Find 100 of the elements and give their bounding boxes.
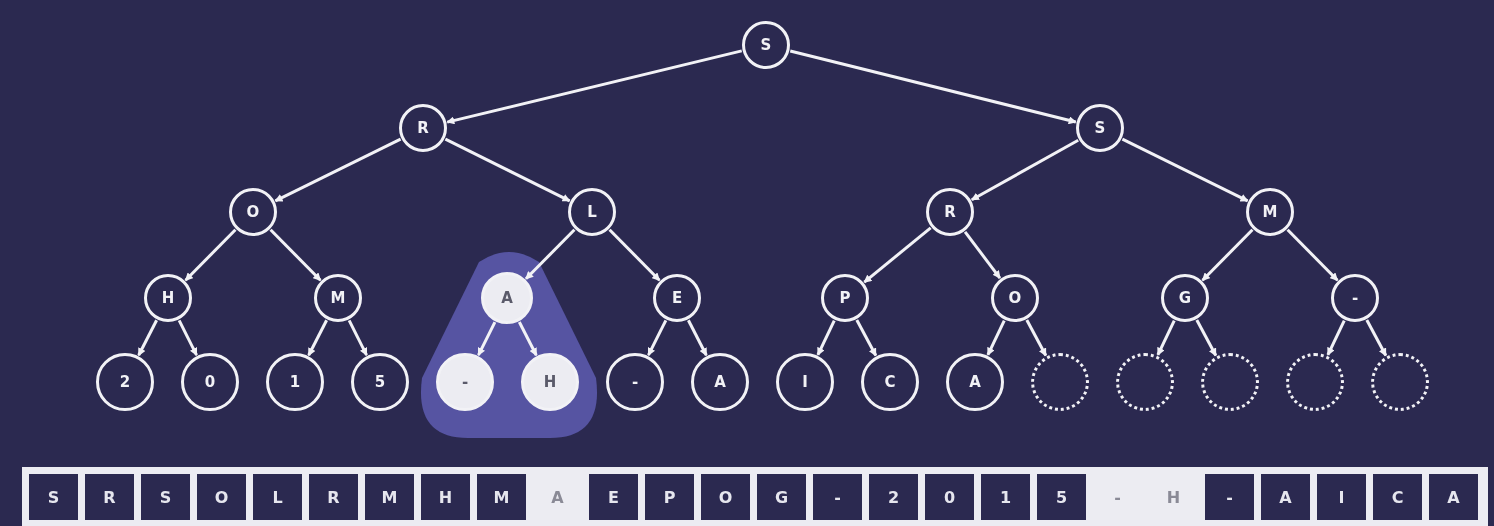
node-letter: R	[944, 203, 956, 221]
tree-node-circle	[861, 353, 919, 411]
node-letter: 2	[119, 373, 131, 391]
node-letter: C	[884, 373, 896, 391]
arrow	[608, 228, 661, 282]
arrow	[789, 49, 1077, 125]
arrow	[1156, 319, 1176, 356]
array-cell: R	[85, 474, 134, 520]
array-letter: H	[1165, 486, 1182, 509]
arrow	[184, 228, 237, 282]
node-letter: -	[461, 373, 469, 391]
tree-node-circle	[653, 274, 701, 322]
node-letter: 0	[204, 373, 216, 391]
array-cell: O	[701, 474, 750, 520]
node-letter: -	[631, 373, 639, 391]
tree-node-circle	[821, 274, 869, 322]
node-letter: -	[1351, 289, 1359, 307]
arrow	[269, 228, 322, 282]
tree-node-circle	[229, 188, 277, 236]
tree-node-circle	[568, 188, 616, 236]
tree-node-circle	[314, 274, 362, 322]
array-cell: S	[141, 474, 190, 520]
tree-node-circle	[776, 353, 834, 411]
array-cell: M	[477, 474, 526, 520]
node-letter: E	[671, 289, 683, 307]
array-cell: -	[813, 474, 862, 520]
arrow	[1201, 228, 1254, 282]
arrow	[855, 319, 878, 357]
tree-node-circle	[606, 353, 664, 411]
arrow	[1025, 319, 1048, 357]
arrow	[177, 319, 198, 357]
array-cell: L	[253, 474, 302, 520]
arrow	[517, 321, 538, 357]
arrow	[647, 319, 668, 357]
arrow	[863, 226, 932, 284]
tree-node-circle	[1076, 104, 1124, 152]
node-letter: I	[802, 373, 808, 391]
tree-node-circle	[351, 353, 409, 411]
array-cell: 5	[1037, 474, 1086, 520]
tree-node-circle	[181, 353, 239, 411]
arrow	[274, 137, 402, 203]
tree-node-circle	[266, 353, 324, 411]
tree-node-circle	[1331, 274, 1379, 322]
array-cell: E	[589, 474, 638, 520]
node-letter: H	[161, 289, 175, 307]
arrow	[1286, 228, 1339, 282]
array-cell: 0	[925, 474, 974, 520]
tree-node-circle	[926, 188, 974, 236]
array-cell: G	[757, 474, 806, 520]
arrow	[524, 228, 576, 280]
array-letter: A	[550, 486, 565, 509]
node-letter: O	[1008, 289, 1022, 307]
node-letter: G	[1178, 289, 1192, 307]
array-cell: O	[197, 474, 246, 520]
array-cell: S	[29, 474, 78, 520]
node-letter: R	[417, 119, 429, 137]
node-letter: 5	[374, 373, 386, 391]
arrow	[1195, 319, 1218, 357]
node-letter: O	[246, 203, 260, 221]
arrow	[137, 319, 158, 357]
array-cell: C	[1373, 474, 1422, 520]
array-letter: -	[1113, 486, 1122, 509]
arrow	[687, 319, 708, 357]
array-cell: 1	[981, 474, 1030, 520]
array-cell: I	[1317, 474, 1366, 520]
tree-node-circle	[399, 104, 447, 152]
arrow	[444, 137, 571, 203]
array-cell: -	[1205, 474, 1254, 520]
arrow	[816, 319, 836, 356]
arrow	[986, 319, 1006, 356]
node-letter: S	[1094, 119, 1106, 137]
tree-node-circle	[691, 353, 749, 411]
arrow	[347, 319, 368, 357]
node-letter: A	[969, 373, 981, 391]
arrow	[963, 231, 1002, 279]
arrow	[1121, 137, 1249, 203]
array-cell: M	[365, 474, 414, 520]
tree-node-circle	[144, 274, 192, 322]
arrow	[307, 319, 328, 357]
node-letter: M	[1262, 203, 1278, 221]
array-cell: A	[1261, 474, 1310, 520]
arrow	[1365, 319, 1388, 357]
node-letter: P	[839, 289, 851, 307]
node-letter: H	[543, 373, 557, 391]
tree-node-circle	[946, 353, 1004, 411]
array-cell: H	[421, 474, 470, 520]
tree-node-circle	[742, 21, 790, 69]
node-letter: S	[760, 36, 772, 54]
array-cell: A	[1429, 474, 1478, 520]
node-letter: 1	[289, 373, 301, 391]
arrow	[446, 49, 743, 125]
array-cell: 2	[869, 474, 918, 520]
arrow	[1326, 319, 1346, 356]
tree-node-circle	[991, 274, 1039, 322]
array-cell: P	[645, 474, 694, 520]
node-letter: L	[587, 203, 597, 221]
node-letter: A	[501, 289, 513, 307]
tree-node-circle	[1246, 188, 1294, 236]
tree-node-circle	[1161, 274, 1209, 322]
array-cell: R	[309, 474, 358, 520]
